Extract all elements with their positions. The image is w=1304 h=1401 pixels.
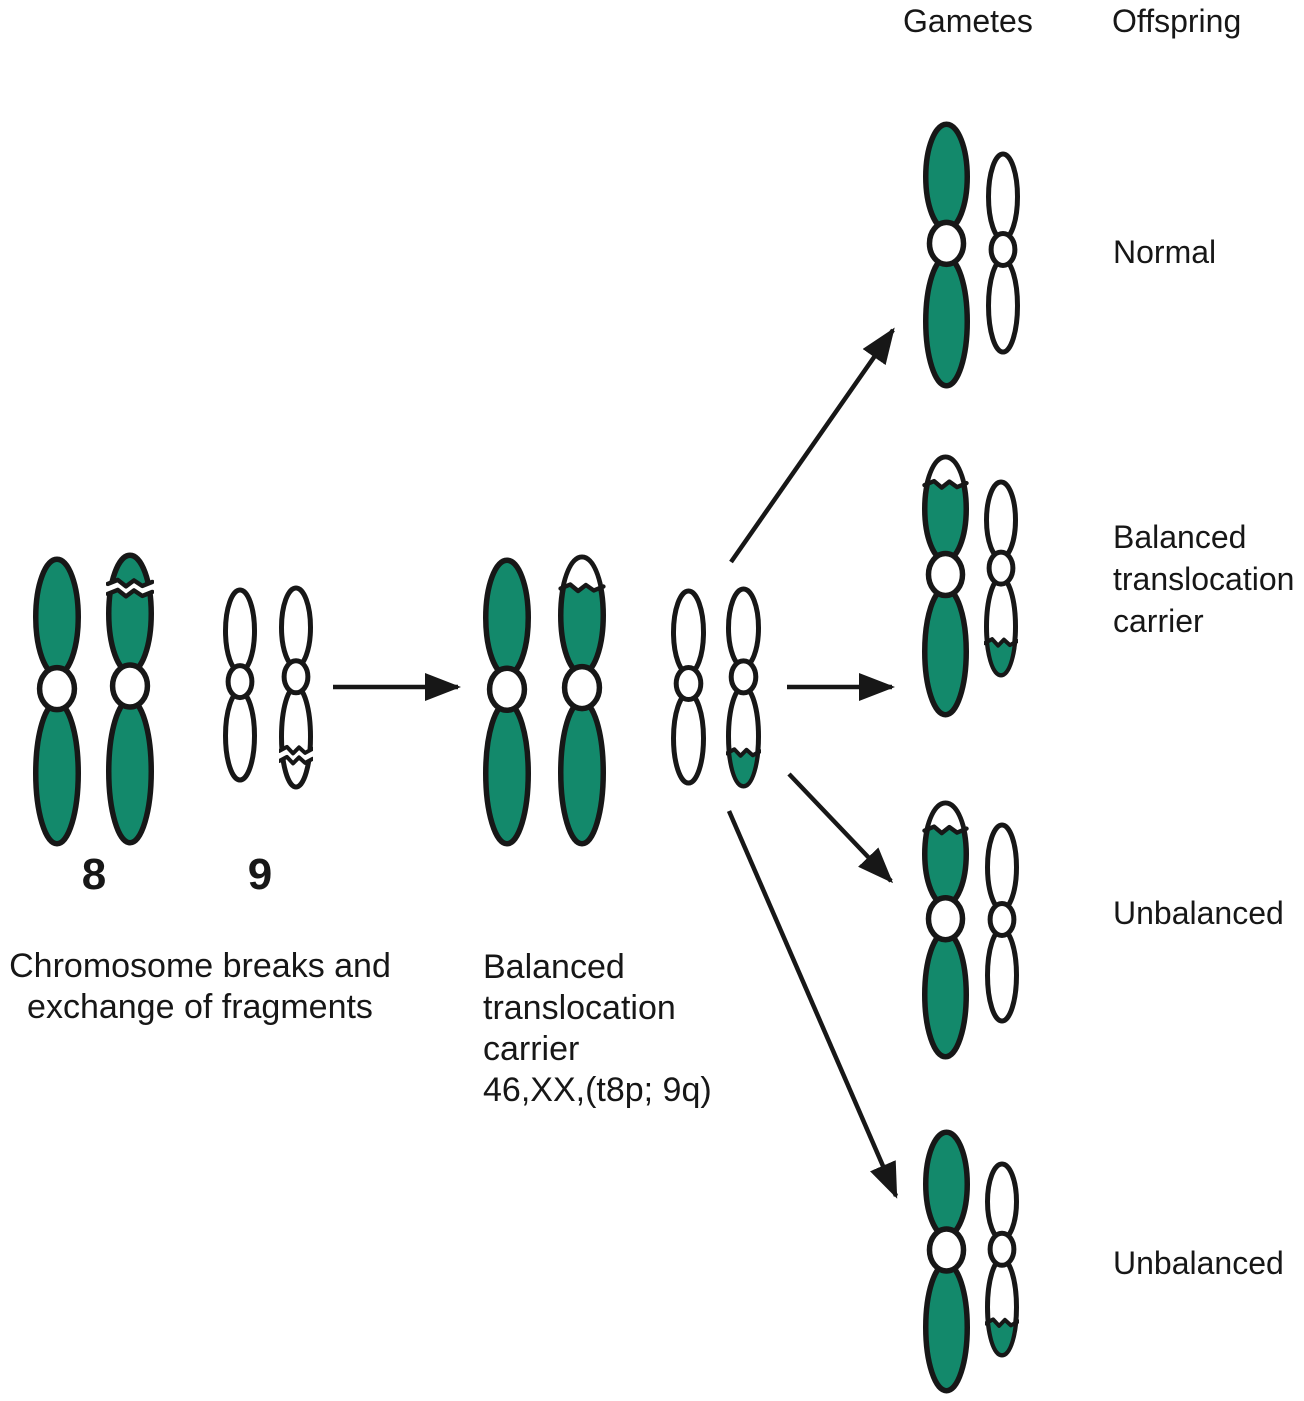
carrier-caption-line-2: translocation: [483, 989, 676, 1027]
gamete-4-chromosome-8: [923, 1129, 970, 1394]
carrier-caption-line-1: Balanced: [483, 948, 625, 986]
offspring-label-normal-text: Normal: [1113, 234, 1217, 270]
chromosome-9-label: 9: [247, 850, 273, 899]
chromosome-9-with-break: [279, 585, 313, 790]
carrier-derivative-chromosome-8: [558, 554, 606, 847]
gametes-header: Gametes: [903, 3, 1033, 39]
chromosome-8-normal: [33, 556, 81, 847]
gamete-2-derivative-8: [922, 454, 969, 718]
carrier-derivative-chromosome-9: [726, 586, 761, 789]
gamete-4-derivative-9: [985, 1161, 1019, 1358]
offspring-label-balanced: Balanced translocation carrier: [1113, 516, 1294, 642]
breaks-caption: Chromosome breaks and exchange of fragme…: [0, 946, 400, 1028]
gamete-1-chromosome-8: [923, 121, 970, 389]
offspring-label-normal: Normal: [1113, 231, 1216, 273]
gamete-1-chromosome-9: [986, 151, 1020, 355]
carrier-chromosome-8-normal: [483, 557, 531, 847]
gamete-2-derivative-9: [984, 479, 1018, 678]
offspring-label-balanced-line-2: translocation: [1113, 561, 1295, 597]
chromosome-8-with-break: [106, 552, 154, 846]
offspring-label-unbalanced-2: Unbalanced: [1113, 1242, 1284, 1284]
breaks-caption-line-1: Chromosome breaks and: [9, 947, 391, 985]
breaks-caption-line-2: exchange of fragments: [27, 988, 373, 1026]
offspring-label-unbalanced-1: Unbalanced: [1113, 892, 1284, 934]
gamete-3-chromosome-9: [985, 822, 1019, 1024]
gamete-3-derivative-8: [922, 800, 969, 1060]
chromosome-8-label: 8: [81, 850, 107, 899]
offspring-label-balanced-line-1: Balanced: [1113, 519, 1247, 555]
carrier-caption-karyotype: 46,XX,(t8p; 9q): [483, 1071, 712, 1109]
arrow-to-unbalanced-gamete-1: [787, 772, 894, 884]
chromosome-9-normal: [223, 587, 257, 783]
carrier-chromosome-9-normal: [671, 588, 706, 786]
carrier-caption: Balanced translocation carrier 46,XX,(t8…: [483, 947, 773, 1111]
arrow-to-unbalanced-gamete-2: [726, 810, 899, 1199]
offspring-label-balanced-line-3: carrier: [1113, 603, 1204, 639]
offspring-header: Offspring: [1112, 3, 1242, 39]
offspring-label-unbalanced-1-text: Unbalanced: [1113, 895, 1284, 931]
carrier-caption-line-3: carrier: [483, 1030, 580, 1068]
arrow-to-normal-gamete: [729, 327, 895, 564]
offspring-label-unbalanced-2-text: Unbalanced: [1113, 1245, 1284, 1281]
